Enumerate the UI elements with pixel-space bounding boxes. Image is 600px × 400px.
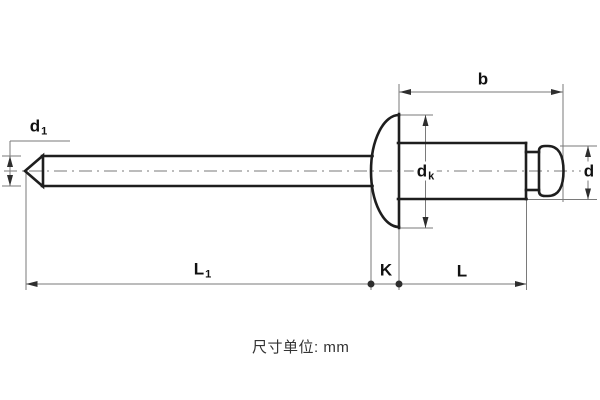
b-right-arrow xyxy=(551,89,563,95)
b-left-arrow xyxy=(399,89,411,95)
dimension-arrowheads xyxy=(7,89,591,288)
d-dimension-label: d xyxy=(580,161,598,181)
dk-dimension-label: dk xyxy=(413,161,437,182)
l1-left-arrow xyxy=(26,281,38,287)
dk-up-arrow xyxy=(422,115,429,126)
rivet-outline xyxy=(23,112,565,230)
d1-up-arrow xyxy=(7,156,13,167)
k-right-dot xyxy=(395,280,403,288)
d-down-arrow xyxy=(585,188,591,200)
k-left-dot xyxy=(367,280,375,288)
k-dimension-label: K xyxy=(376,260,396,280)
l-dimension-label: L xyxy=(453,261,471,281)
d1-down-arrow xyxy=(7,175,13,186)
b-dimension-label: b xyxy=(474,69,492,89)
l1-dimension-label: L1 xyxy=(190,259,214,280)
d-up-arrow xyxy=(585,146,591,157)
mandrel-tip-triangle xyxy=(23,152,45,190)
dk-down-arrow xyxy=(422,217,429,228)
unit-note: 尺寸单位: mm xyxy=(252,336,350,357)
dome-head-curve xyxy=(369,113,401,229)
l-right-arrow xyxy=(515,281,527,287)
mandrel-head-bulb xyxy=(537,144,565,198)
d1-dimension-label: d1 xyxy=(26,116,50,137)
dimension-lines xyxy=(9,91,589,285)
